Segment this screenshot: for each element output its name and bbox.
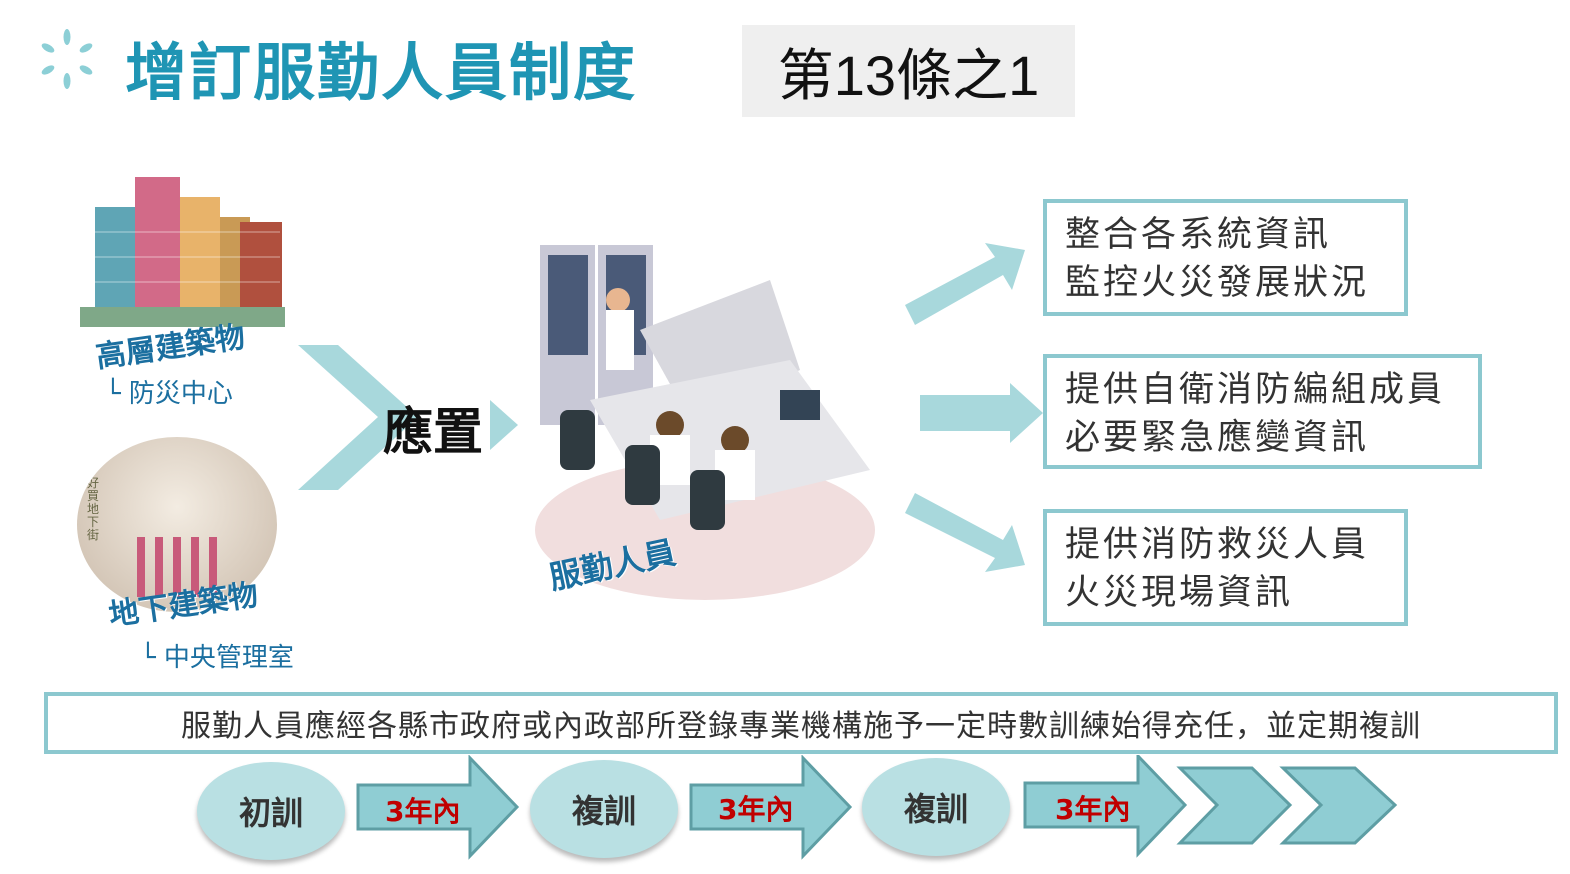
page-title: 增訂服勤人員制度 [125, 36, 638, 109]
mall-sign: 好買地下街 [87, 476, 100, 542]
output-line: 必要緊急應變資訊 [1065, 418, 1370, 458]
action-label: 應置 [383, 403, 483, 461]
step-retraining: 複訓 [862, 758, 1010, 856]
output-line: 監控火災發展狀況 [1065, 263, 1370, 303]
output-box-1: 整合各系統資訊監控火災發展狀況 [1043, 199, 1408, 316]
training-note: 服勤人員應經各縣市政府或內政部所登錄專業機構施予一定時數訓練始得充任，並定期複訓 [44, 692, 1558, 754]
output-arrows [905, 243, 1043, 572]
output-line: 整合各系統資訊 [1065, 215, 1332, 255]
interval-label: 3年內 [718, 793, 794, 826]
chevron-icon [1279, 766, 1398, 845]
interval-label: 3年內 [1055, 793, 1131, 826]
step-retraining: 複訓 [530, 760, 678, 858]
arrow-right-icon [920, 383, 1043, 443]
output-box-3: 提供消防救災人員火災現場資訊 [1043, 509, 1408, 626]
arrow-up-right-icon [905, 243, 1025, 325]
interval-arrow-icon [356, 755, 520, 860]
chevron-right-icon [298, 345, 518, 490]
interval-label: 3年內 [385, 795, 461, 828]
timeline-arrows [356, 755, 1398, 860]
interval-arrow-icon [1023, 755, 1188, 858]
chevron-icon [1176, 766, 1293, 845]
underground-mall-image: 好買地下街 [77, 437, 277, 612]
step-initial-training: 初訓 [197, 762, 345, 860]
high-rise-buildings-image [80, 177, 285, 327]
output-line: 提供自衛消防編組成員 [1065, 370, 1446, 410]
article-badge: 第13條之1 [742, 25, 1075, 117]
interval-arrow-icon [689, 755, 853, 860]
arrow-down-right-icon [905, 493, 1025, 572]
sparkle-icon [41, 29, 93, 89]
central-control-label: └ 中央管理室 [140, 643, 294, 673]
control-room-image [535, 245, 875, 600]
output-box-2: 提供自衛消防編組成員必要緊急應變資訊 [1043, 354, 1482, 469]
disaster-center-label: └ 防災中心 [105, 379, 233, 409]
output-line: 提供消防救災人員 [1065, 525, 1370, 565]
output-line: 火災現場資訊 [1065, 573, 1294, 613]
